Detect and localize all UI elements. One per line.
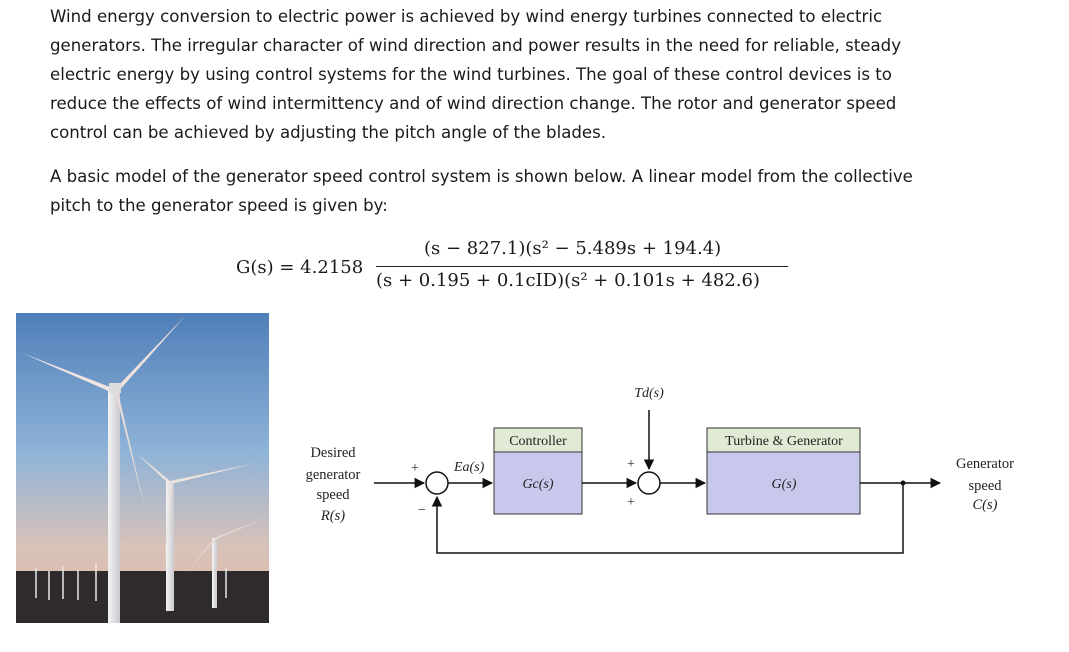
equation-lhs: G(s) = 4.2158 [236,257,364,278]
sum2-plus-sign-bottom: + [627,495,635,510]
plant-transfer-function: G(s) [772,477,797,492]
wind-turbine-photo [16,313,269,623]
equation-denominator: (s + 0.195 + 0.1cID)(s² + 0.101s + 482.6… [376,270,760,291]
paragraph-line: pitch to the generator speed is given by… [50,196,388,215]
output-label-line: Generator [956,456,1014,472]
output-label-line: speed [968,478,1002,494]
paragraph-line: electric energy by using control systems… [50,65,892,84]
intro-paragraph: Wind energy conversion to electric power… [50,2,990,147]
fraction-bar [376,266,788,267]
control-block-diagram: Desired generator speed R(s) + − Ea(s) C… [306,386,1014,554]
plant-block [706,451,861,515]
paragraph-line: control can be achieved by adjusting the… [50,123,607,142]
controller-title-box [493,427,583,453]
controller-block [493,451,583,515]
input-label-line: speed [316,487,350,503]
model-paragraph: A basic model of the generator speed con… [50,162,1010,220]
sum1-plus-sign: + [411,461,419,476]
paragraph-line: reduce the effects of wind intermittency… [50,94,897,113]
plant-title: Turbine & Generator [725,434,843,449]
plant-title-box [706,427,861,453]
paragraph-line: Wind energy conversion to electric power… [50,7,883,26]
controller-transfer-function: Gc(s) [522,477,553,492]
feedback-path [431,483,904,554]
paragraph-line: A basic model of the generator speed con… [50,167,913,186]
controller-title: Controller [509,434,567,449]
input-label-line: generator [306,467,361,483]
sum2-plus-sign-top: + [627,457,635,472]
error-signal-label: Ea(s) [453,460,485,475]
sum1-minus-sign: − [418,503,426,518]
paragraph-line: generators. The irregular character of w… [50,36,902,55]
input-label-line: Desired [310,445,356,461]
disturbance-label: Td(s) [634,386,664,401]
input-label-line: R(s) [320,508,345,524]
output-label-line: C(s) [973,497,998,513]
summing-junction-1 [425,471,449,495]
summing-junction-2 [637,471,661,495]
equation-numerator: (s − 827.1)(s² − 5.489s + 194.4) [424,238,722,259]
